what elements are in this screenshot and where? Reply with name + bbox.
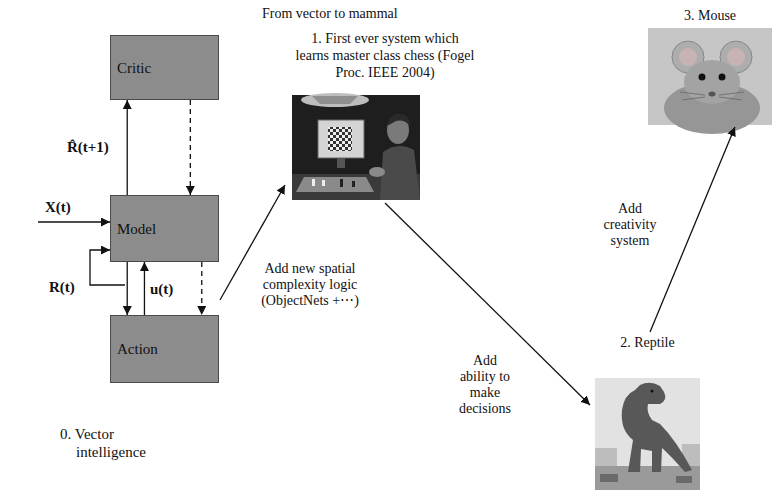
signal-name: R(t)	[47, 279, 77, 296]
node-label: Action	[117, 340, 212, 358]
reptile-photo-part	[595, 448, 617, 468]
reptile-photo-part	[640, 414, 650, 425]
process-box: Critic	[110, 35, 219, 100]
node-label: 2. Reptile	[598, 335, 697, 352]
mouse-photo-part	[709, 92, 716, 97]
chess-photo	[292, 93, 420, 200]
system-group: 0. Vector intelligence CriticModelAction	[30, 25, 220, 465]
arrow	[144, 262, 145, 315]
chess-photo-part	[387, 114, 410, 126]
chess-photo-part	[369, 167, 385, 177]
chess-photo-part	[380, 146, 420, 200]
stage-panel: 3. Mouse	[645, 5, 775, 127]
node-label: Critic	[117, 59, 212, 77]
node-label: Model	[117, 220, 212, 238]
mouse-photo-part	[719, 74, 726, 81]
arrow	[127, 262, 128, 315]
mouse-photo-part	[680, 92, 744, 100]
reptile-photo-part	[622, 383, 692, 472]
step-label: Add ability to make decisions	[454, 353, 516, 417]
reptile-photo-part	[595, 378, 700, 490]
chess-photo-part	[337, 158, 345, 168]
title-holder: From vector to mammal	[260, 6, 400, 22]
chess-photo-part	[301, 93, 369, 107]
chess-photo-part	[312, 179, 315, 186]
reptile-photo-part	[676, 476, 692, 483]
mouse-photo-part	[699, 74, 706, 81]
node-label: 0. Vector intelligence	[60, 425, 155, 461]
step-label: Add creativity system	[594, 201, 666, 249]
mouse-photo-part	[684, 60, 740, 104]
mouse-photo-part	[679, 48, 697, 66]
stage-panel: 1. First ever system which learns master…	[285, 28, 485, 203]
chess-photo-part	[322, 180, 325, 186]
stage-panel: 2. Reptile	[590, 332, 705, 492]
signal-name: X(t)	[43, 199, 73, 216]
mouse-photo	[648, 28, 772, 134]
label-holder: X(t)	[43, 199, 73, 216]
node-label: 3. Mouse	[653, 8, 767, 25]
chess-photo-part	[292, 95, 420, 200]
chess-photo-part	[318, 120, 364, 158]
label-holder: R(t)	[47, 279, 77, 296]
label-holder: R̂(t+1)	[65, 139, 111, 156]
dashed-arrow	[190, 100, 191, 195]
diagram-title: From vector to mammal	[260, 6, 400, 22]
signal-name: R̂(t+1)	[65, 139, 111, 156]
label-holder: Add creativity system	[594, 201, 666, 249]
chess-photo-part	[352, 181, 355, 187]
process-box: Action	[110, 315, 219, 383]
chess-photo-part	[296, 177, 374, 192]
reptile-photo	[595, 378, 700, 490]
label-holder: Add new spatial complexity logic (Object…	[254, 261, 366, 309]
step-label: Add new spatial complexity logic (Object…	[254, 261, 366, 309]
mouse-photo-part	[727, 48, 745, 66]
label-holder: Add ability to make decisions	[454, 353, 516, 417]
reptile-photo-part	[600, 474, 618, 482]
label-holder: u(t)	[148, 281, 175, 298]
arrow	[127, 100, 128, 195]
reptile-photo-part	[651, 390, 654, 393]
dashed-arrow	[201, 262, 202, 315]
chess-photo-part	[328, 127, 352, 151]
chess-photo-part	[312, 96, 358, 104]
input-arrow	[38, 221, 110, 222]
chess-photo-part	[340, 179, 343, 187]
process-box: Model	[110, 195, 219, 262]
signal-name: u(t)	[148, 281, 175, 298]
node-label: 1. First ever system which learns master…	[293, 31, 477, 81]
